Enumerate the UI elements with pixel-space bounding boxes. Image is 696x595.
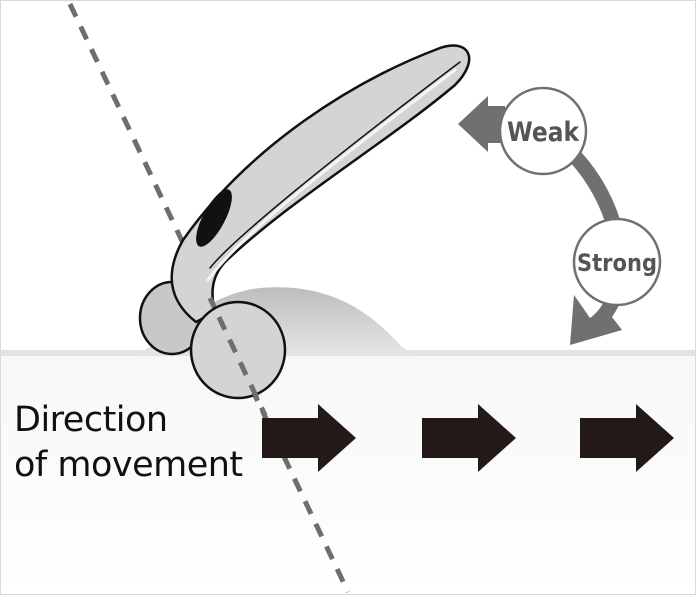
right-arrow-icon [422, 404, 516, 472]
weak-label: Weak [507, 117, 580, 148]
direction-of-movement-label: Direction of movement [14, 398, 243, 488]
movement-arrows [262, 404, 674, 472]
strong-label: Strong [577, 249, 657, 277]
right-arrow-icon [580, 404, 674, 472]
direction-label-line-2: of movement [14, 445, 243, 485]
dashed-angle-line-overlay [207, 296, 268, 417]
roller-handle [170, 44, 471, 324]
front-roller-ball [189, 300, 287, 400]
right-arrow-icon [262, 404, 356, 472]
handle-slot-icon [196, 189, 232, 247]
direction-label-line-1: Direction [14, 400, 168, 440]
skin-surface [0, 350, 696, 595]
weak-circle [498, 86, 588, 176]
strong-circle [572, 217, 662, 307]
